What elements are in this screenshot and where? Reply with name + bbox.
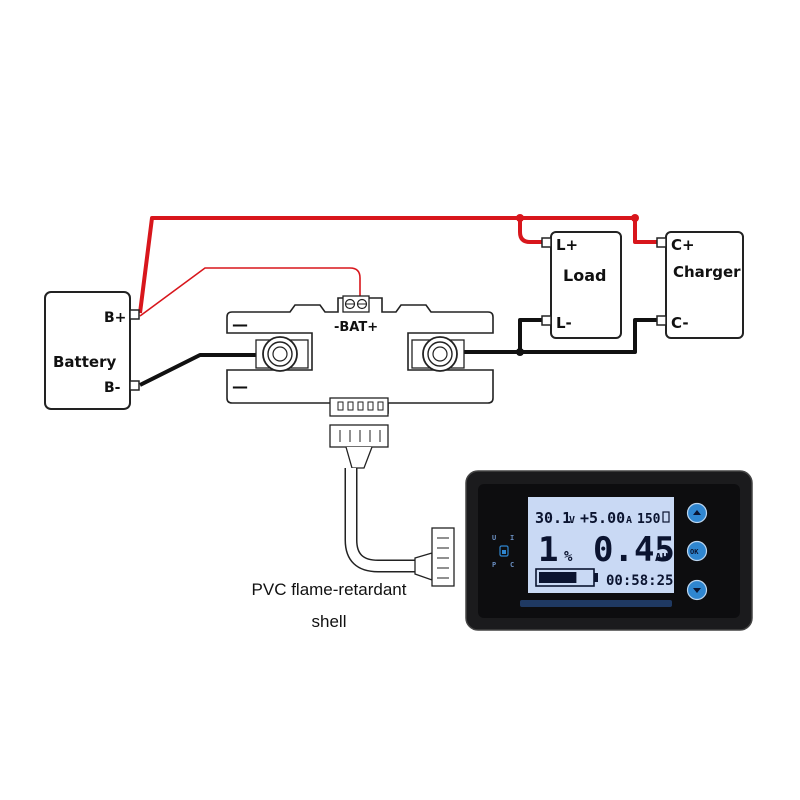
charger-neg-terminal bbox=[656, 315, 667, 326]
capacity-battery-icon bbox=[662, 511, 670, 523]
chevron-up-icon bbox=[693, 510, 701, 515]
signal-cable bbox=[329, 424, 455, 587]
ok-button-label: OK bbox=[690, 548, 699, 556]
current-value: +5.00 bbox=[580, 509, 625, 527]
battery-block: B+ Battery B- bbox=[44, 291, 140, 410]
shunt-module: — — -BAT+ bbox=[226, 295, 494, 417]
voltage-unit: V bbox=[569, 515, 575, 526]
shunt-connector bbox=[329, 397, 389, 417]
bolt-right-icon bbox=[411, 336, 465, 372]
charger-pos-terminal bbox=[656, 237, 667, 248]
cable-plug-side bbox=[431, 527, 455, 587]
shunt-minus-top: — bbox=[232, 315, 248, 334]
printed-legend bbox=[520, 600, 672, 607]
indicator-i: I bbox=[510, 534, 514, 542]
indicator-p: P bbox=[492, 561, 496, 569]
current-unit: A bbox=[626, 515, 632, 526]
bat-terminal-label: -BAT+ bbox=[334, 320, 378, 335]
bolt-left-icon bbox=[255, 336, 309, 372]
load-label: Load bbox=[563, 266, 606, 285]
load-pos-label: L+ bbox=[556, 236, 578, 254]
battery-level-icon bbox=[535, 568, 598, 587]
elapsed-time: 00:58:25 bbox=[606, 573, 673, 589]
battery-pos-label: B+ bbox=[104, 310, 126, 326]
capacity-value: 150 bbox=[637, 512, 661, 527]
up-button[interactable] bbox=[686, 502, 708, 524]
down-button[interactable] bbox=[686, 579, 708, 601]
caption-line-1: PVC flame-retardant bbox=[251, 580, 407, 599]
load-neg-label: L- bbox=[556, 314, 572, 332]
load-block: L+ Load L- bbox=[541, 231, 622, 339]
amp-hours-value: 0.45 bbox=[593, 530, 675, 570]
charger-pos-label: C+ bbox=[671, 236, 695, 254]
junction-dot bbox=[516, 214, 524, 222]
shunt-minus-bottom: — bbox=[232, 377, 248, 396]
chevron-down-icon bbox=[693, 588, 701, 593]
percent-unit: % bbox=[564, 549, 573, 565]
battery-label: Battery bbox=[53, 353, 116, 371]
charger-neg-label: C- bbox=[671, 314, 689, 332]
charger-label: Charger bbox=[673, 263, 741, 281]
battery-neg-terminal bbox=[129, 380, 140, 391]
load-pos-terminal bbox=[541, 237, 552, 248]
sense-wire bbox=[139, 267, 361, 317]
battery-pos-terminal bbox=[129, 309, 140, 320]
voltage-value: 30.1 bbox=[535, 509, 571, 527]
mode-indicators: U I P C bbox=[492, 534, 514, 569]
junction-dot bbox=[516, 348, 524, 356]
percent-value: 1 bbox=[538, 530, 558, 570]
amp-hours-unit: AH bbox=[655, 551, 668, 564]
indicator-u: U bbox=[492, 534, 496, 542]
charger-block: C+ Charger C- bbox=[656, 231, 744, 339]
negative-wires bbox=[139, 318, 660, 387]
meter-device: U I P C 30.1 V +5.00 A 150 1 % 0.45 AH 0… bbox=[465, 470, 753, 631]
junction-dot bbox=[631, 214, 639, 222]
battery-neg-label: B- bbox=[104, 380, 121, 396]
battery-level-fill bbox=[539, 572, 577, 583]
caption-line-2: shell bbox=[311, 612, 347, 631]
shunt-body bbox=[226, 297, 494, 414]
load-neg-terminal bbox=[541, 315, 552, 326]
indicator-c: C bbox=[510, 561, 514, 569]
ok-button[interactable]: OK bbox=[686, 540, 708, 562]
cable-plug-top bbox=[329, 424, 389, 448]
